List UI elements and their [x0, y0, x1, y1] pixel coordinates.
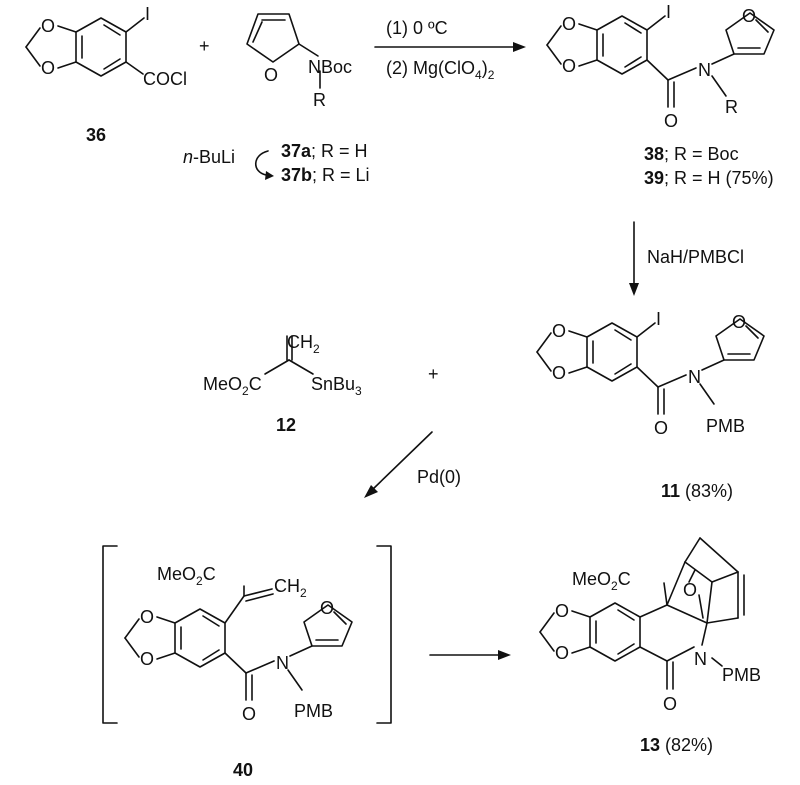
furan-oxygen: O: [264, 65, 278, 85]
furan-oxygen: O: [320, 598, 334, 618]
svg-text:MeO2C: MeO2C: [203, 374, 262, 398]
compound-13-yield: (82%): [660, 735, 713, 755]
acyl-chloride-label: COCl: [143, 69, 187, 89]
iodo-label: I: [145, 4, 150, 24]
left-bracket: [102, 545, 118, 724]
amide-nitrogen: N: [694, 649, 707, 669]
nboc-label: NBoc: [308, 57, 352, 77]
ester-label: MeO: [572, 569, 611, 589]
methylene-label: CH: [274, 576, 300, 596]
compound-40: O O MeO2C CH2 O N PMB O 40: [102, 545, 392, 780]
compound-label-39: 39: [644, 168, 664, 188]
compound-37a-desc: ; R = H: [311, 141, 368, 161]
compound-label-13: 13: [640, 735, 660, 755]
r-group-label: R: [313, 90, 326, 110]
reaction-arrow-1: (1) 0 ºC (2) Mg(ClO4)2: [374, 18, 526, 82]
reaction-arrow-2: NaH/PMBCl: [629, 221, 744, 296]
deprotonation-arrow: [254, 150, 269, 176]
amide-nitrogen: N: [276, 653, 289, 673]
ring-oxygen: O: [552, 363, 566, 383]
compound-12: CH2 MeO2C SnBu3 12: [203, 332, 362, 435]
compound-36: O O I COCl 36: [25, 4, 187, 145]
svg-text:13 (82%): 13 (82%): [640, 735, 713, 755]
methylene-label: CH: [287, 332, 313, 352]
ring-oxygen: O: [41, 16, 55, 36]
svg-text:MeO2C: MeO2C: [572, 569, 631, 593]
compound-label-11: 11: [661, 481, 680, 501]
compound-39-desc: ; R = H (75%): [664, 168, 774, 188]
svg-text:CH2: CH2: [287, 332, 320, 356]
plus-sign: +: [199, 36, 210, 56]
compound-13: O O O N PMB O MeO2C 13 (82%): [539, 537, 761, 755]
compound-38-39: O O I O N R O 38; R = Boc 39; R = H (75%…: [546, 2, 775, 188]
compound-11: O O I O N PMB O 11 (83%): [536, 309, 765, 501]
compound-label-37a: 37a: [281, 141, 312, 161]
condition-step-4: Pd(0): [417, 467, 461, 487]
pmb-label: PMB: [294, 701, 333, 721]
svg-text:MeO2C: MeO2C: [157, 564, 216, 588]
svg-text:39; R = H (75%): 39; R = H (75%): [644, 168, 774, 188]
carbonyl-oxygen: O: [663, 694, 677, 714]
ring-oxygen: O: [562, 56, 576, 76]
ring-oxygen: O: [555, 601, 569, 621]
compound-label-37b: 37b: [281, 165, 312, 185]
ester-label: MeO: [157, 564, 196, 584]
ring-oxygen: O: [140, 649, 154, 669]
nbuli-prefix: n: [183, 147, 193, 167]
ring-oxygen: O: [41, 58, 55, 78]
compound-11-yield: (83%): [680, 481, 733, 501]
carbonyl-oxygen: O: [654, 418, 668, 438]
ester-label: MeO: [203, 374, 242, 394]
compound-label-36: 36: [86, 125, 106, 145]
r-group-label: R: [725, 97, 738, 117]
compound-label-38: 38: [644, 144, 664, 164]
reaction-arrow-4: [429, 650, 511, 660]
amide-nitrogen: N: [698, 60, 711, 80]
ring-oxygen: O: [140, 607, 154, 627]
condition-step-1: (1) 0 ºC: [386, 18, 448, 38]
amide-nitrogen: N: [688, 367, 701, 387]
compound-37b-desc: ; R = Li: [312, 165, 370, 185]
right-bracket: [376, 545, 392, 724]
ring-oxygen: O: [562, 14, 576, 34]
svg-text:SnBu3: SnBu3: [311, 374, 362, 398]
ring-oxygen: O: [555, 643, 569, 663]
iodo-label: I: [656, 309, 661, 329]
pmb-label: PMB: [722, 665, 761, 685]
pmb-label: PMB: [706, 416, 745, 436]
compound-label-12: 12: [276, 415, 296, 435]
stannane-label: SnBu: [311, 374, 355, 394]
nbuli-label: -BuLi: [193, 147, 235, 167]
ring-oxygen: O: [552, 321, 566, 341]
bridge-oxygen: O: [683, 580, 697, 600]
furan-oxygen: O: [732, 312, 746, 332]
svg-text:38; R = Boc: 38; R = Boc: [644, 144, 739, 164]
compound-37: O NBoc R n-BuLi 37a; R = H 37b; R = Li: [183, 13, 370, 185]
carbonyl-oxygen: O: [242, 704, 256, 724]
condition-step-2: (2) Mg(ClO4)2: [386, 58, 495, 82]
svg-text:CH2: CH2: [274, 576, 307, 600]
compound-38-desc: ; R = Boc: [664, 144, 739, 164]
svg-text:37a; R = H: 37a; R = H: [281, 141, 368, 161]
reaction-arrow-3: Pd(0): [364, 431, 461, 498]
plus-sign: +: [428, 364, 439, 384]
carbonyl-oxygen: O: [664, 111, 678, 131]
svg-text:n-BuLi: n-BuLi: [183, 147, 235, 167]
svg-text:11 (83%): 11 (83%): [661, 481, 733, 501]
compound-label-40: 40: [233, 760, 253, 780]
svg-text:37b; R = Li: 37b; R = Li: [281, 165, 370, 185]
furan-oxygen: O: [742, 6, 756, 26]
iodo-label: I: [666, 2, 671, 22]
condition-step-3: NaH/PMBCl: [647, 247, 744, 267]
